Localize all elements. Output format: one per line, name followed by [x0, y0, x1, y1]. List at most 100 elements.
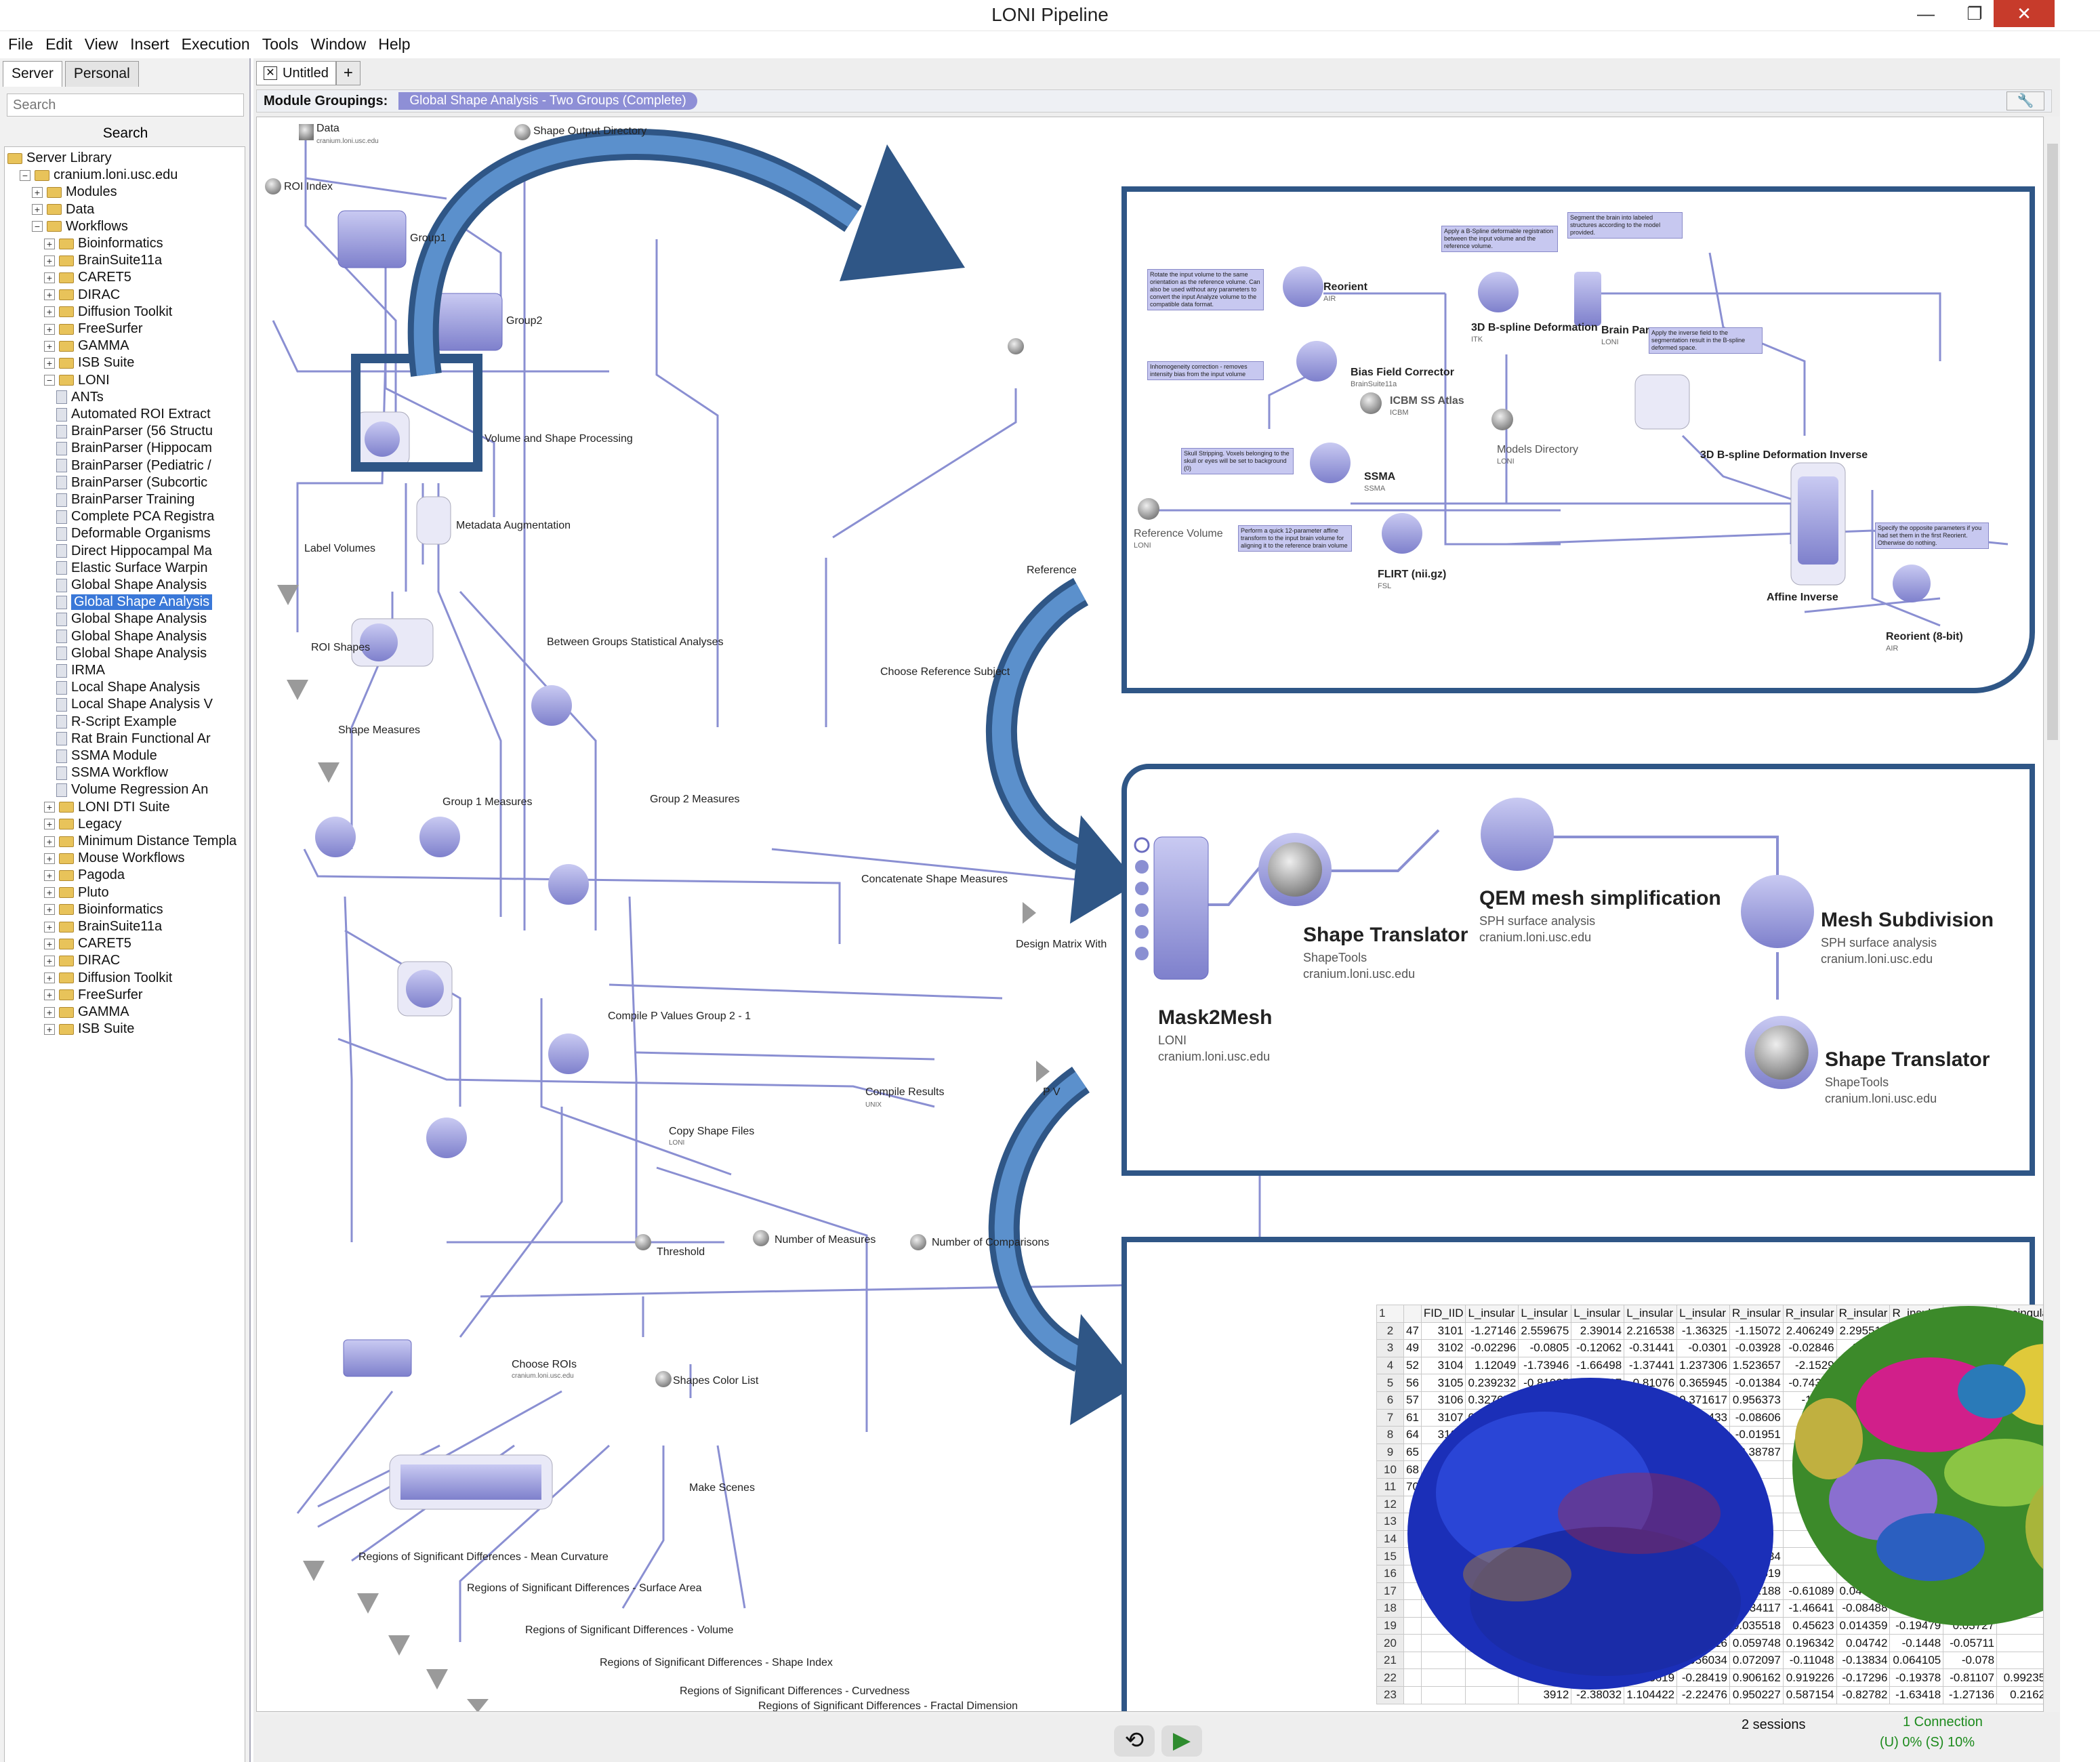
table-cell[interactable]: 0.906162	[1729, 1668, 1784, 1687]
row-number[interactable]: 18	[1376, 1599, 1404, 1618]
table-cell[interactable]	[1782, 1443, 1837, 1462]
table-cell[interactable]: 3106	[1420, 1391, 1466, 1410]
table-cell[interactable]	[1996, 1530, 2043, 1549]
table-cell[interactable]	[1676, 1513, 1731, 1531]
table-cell[interactable]: 0.089966	[1571, 1495, 1625, 1514]
table-cell[interactable]: -0.82782	[1836, 1686, 1891, 1704]
tree-item[interactable]: Deformable Organisms	[56, 525, 211, 542]
tree-item[interactable]: SSMA Workflow	[56, 764, 168, 781]
table-cell[interactable]	[1420, 1668, 1466, 1687]
table-cell[interactable]	[1465, 1599, 1519, 1618]
tree-item[interactable]: +CARET5	[44, 269, 131, 286]
table-cell[interactable]: -1.27146	[1465, 1322, 1519, 1340]
tree-item[interactable]: +ISB Suite	[44, 354, 134, 371]
roi-index-icon[interactable]	[265, 178, 281, 194]
table-cell[interactable]: 0.992359	[1996, 1668, 2043, 1687]
table-cell[interactable]: -0.13834	[1836, 1651, 1891, 1670]
table-cell[interactable]: 0.008661	[1465, 1408, 1519, 1427]
table-cell[interactable]: 64	[1403, 1426, 1422, 1444]
column-header[interactable]	[1403, 1305, 1422, 1323]
table-cell[interactable]	[1996, 1547, 2043, 1565]
table-cell[interactable]: -0.06519	[1729, 1564, 1784, 1583]
table-cell[interactable]: -1.37441	[1624, 1356, 1678, 1375]
table-cell[interactable]	[1420, 1616, 1466, 1635]
table-cell[interactable]: -0.28419	[1676, 1668, 1731, 1687]
tree-item[interactable]: IRMA	[56, 662, 105, 679]
curvedness-output-icon[interactable]	[467, 1699, 489, 1712]
table-cell[interactable]: -0.02296	[1465, 1339, 1519, 1357]
table-cell[interactable]: 1.594822	[1624, 1460, 1678, 1479]
table-cell[interactable]: -0.42946	[1571, 1391, 1625, 1410]
qem-node[interactable]	[1481, 798, 1554, 871]
table-cell[interactable]	[1889, 1513, 1944, 1531]
tree-item[interactable]: Global Shape Analysis	[56, 594, 213, 611]
menu-help[interactable]: Help	[378, 35, 411, 53]
table-cell[interactable]: 0.100513	[1465, 1426, 1519, 1444]
canvas-vertical-scrollbar[interactable]	[2045, 117, 2060, 1712]
tree-item[interactable]: +CARET5	[44, 935, 131, 952]
table-cell[interactable]: 2.295513	[1836, 1322, 1891, 1340]
table-cell[interactable]: 3107	[1420, 1408, 1466, 1427]
table-cell[interactable]: -2.38032	[1571, 1686, 1625, 1704]
expand-icon[interactable]: +	[44, 323, 55, 335]
expand-icon[interactable]: +	[44, 836, 55, 847]
table-cell[interactable]	[1889, 1460, 1944, 1479]
table-cell[interactable]: -0.26284	[1729, 1547, 1784, 1565]
table-cell[interactable]	[1465, 1530, 1519, 1549]
table-cell[interactable]	[1465, 1547, 1519, 1565]
table-cell[interactable]: -0.12062	[1571, 1339, 1625, 1357]
reference-volume-node[interactable]	[1138, 498, 1159, 520]
group2-node[interactable]	[434, 293, 503, 351]
table-cell[interactable]: 1.381974	[1571, 1477, 1625, 1496]
table-cell[interactable]	[1889, 1530, 1944, 1549]
table-cell[interactable]: 189	[1518, 1547, 1572, 1565]
table-cell[interactable]: -0.02463	[1624, 1634, 1678, 1652]
table-cell[interactable]	[1403, 1495, 1422, 1514]
table-cell[interactable]: -0.73637	[1571, 1374, 1625, 1392]
row-number[interactable]: 3	[1376, 1339, 1404, 1357]
table-cell[interactable]: -1.73946	[1518, 1356, 1572, 1375]
reference-icon[interactable]	[1008, 338, 1024, 354]
tree-item[interactable]: +Bioinformatics	[44, 235, 163, 252]
new-tab-button[interactable]: +	[335, 61, 361, 85]
table-cell[interactable]: 49	[1403, 1339, 1422, 1357]
table-cell[interactable]: 0.053133	[1676, 1599, 1731, 1618]
table-cell[interactable]	[1836, 1495, 1891, 1514]
table-cell[interactable]: 0.956373	[1729, 1391, 1784, 1410]
table-cell[interactable]: 0.070478	[1571, 1426, 1625, 1444]
table-cell[interactable]	[1943, 1495, 1998, 1514]
table-cell[interactable]: -0.11139	[1518, 1391, 1572, 1410]
tree-item[interactable]: Global Shape Analysis	[56, 611, 207, 628]
tree-item[interactable]: +FreeSurfer	[44, 321, 143, 337]
table-cell[interactable]: 52	[1403, 1356, 1422, 1375]
tree-item[interactable]: +Data	[32, 201, 94, 218]
table-cell[interactable]: -0.05711	[1943, 1634, 1998, 1652]
table-cell[interactable]	[1889, 1477, 1944, 1496]
table-cell[interactable]	[1403, 1668, 1422, 1687]
table-cell[interactable]	[1836, 1564, 1891, 1583]
expand-icon[interactable]: +	[44, 238, 55, 249]
models-directory-node[interactable]	[1491, 409, 1513, 430]
expand-icon[interactable]: +	[32, 204, 43, 216]
column-header[interactable]: R_insular	[1889, 1305, 1944, 1323]
table-cell[interactable]	[1943, 1374, 1998, 1392]
number-of-measures-icon[interactable]	[753, 1230, 769, 1246]
tree-item[interactable]: Global Shape Analysis	[56, 645, 207, 662]
tree-item[interactable]: Automated ROI Extract	[56, 406, 211, 423]
table-cell[interactable]: 0.59	[1782, 1408, 1837, 1427]
table-cell[interactable]	[1996, 1564, 2043, 1583]
row-number[interactable]: 11	[1376, 1477, 1404, 1496]
table-cell[interactable]: -2.1529	[1782, 1356, 1837, 1375]
table-cell[interactable]: 1.104422	[1624, 1686, 1678, 1704]
table-cell[interactable]: -1.63418	[1889, 1686, 1944, 1704]
tree-item[interactable]: BrainParser (Subcortic	[56, 474, 207, 491]
table-cell[interactable]: -1.133	[1782, 1391, 1837, 1410]
table-cell[interactable]: -0.35029	[1624, 1530, 1678, 1549]
sessions-count[interactable]: 2 sessions	[1742, 1717, 1806, 1732]
table-cell[interactable]: 0.327656	[1465, 1391, 1519, 1410]
tree-item[interactable]: Local Shape Analysis	[56, 679, 200, 696]
table-cell[interactable]	[1676, 1477, 1731, 1496]
table-cell[interactable]: 2.406249	[1782, 1322, 1837, 1340]
table-cell[interactable]: -0.02638	[1571, 1599, 1625, 1618]
expand-icon[interactable]: +	[44, 972, 55, 984]
